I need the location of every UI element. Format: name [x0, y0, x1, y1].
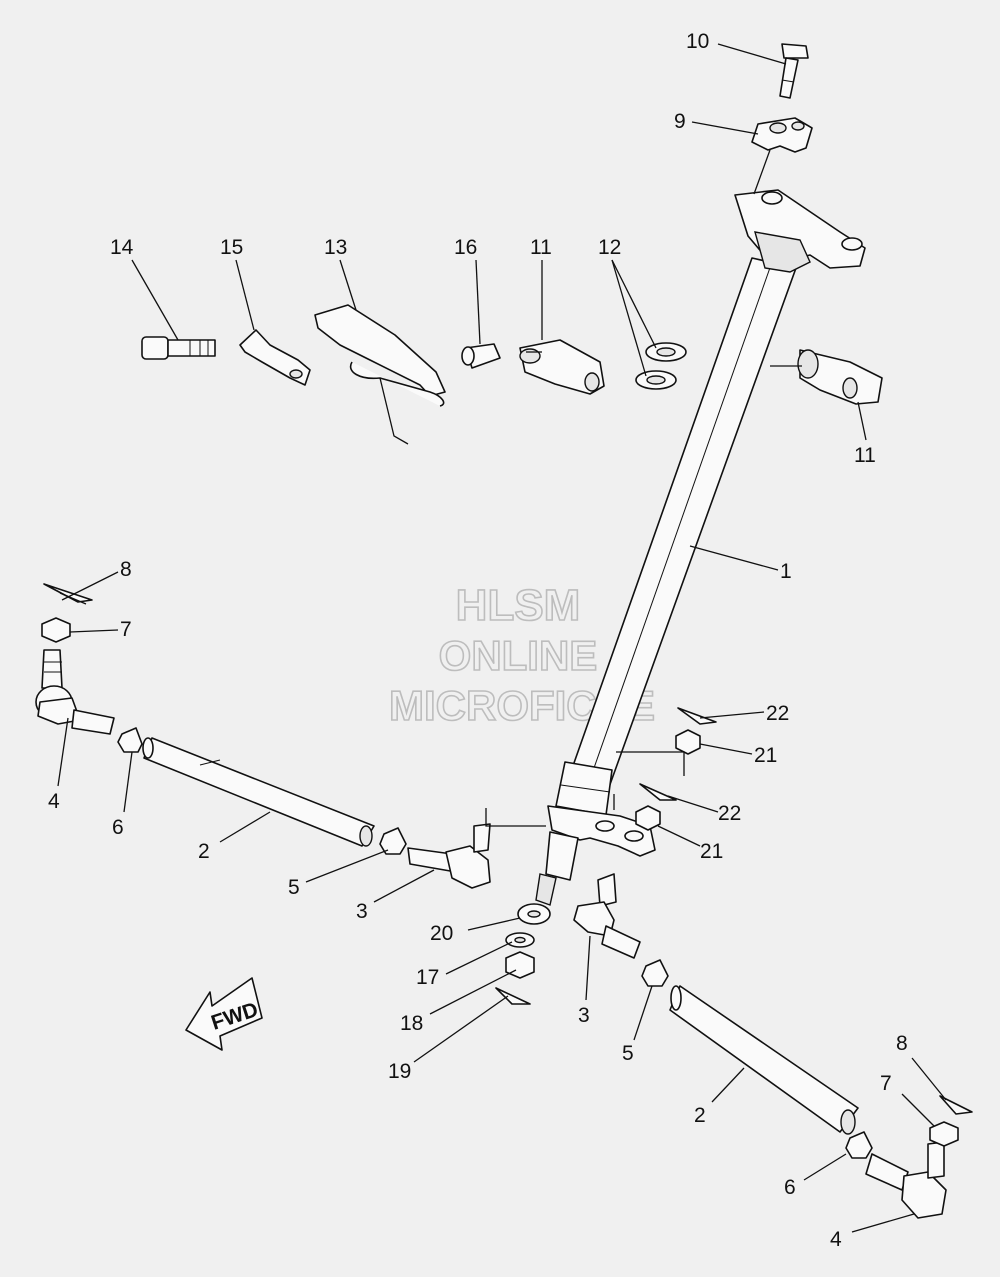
washer-17-part[interactable]: [505, 932, 535, 948]
callout-6-right: 6: [784, 1176, 796, 1199]
callout-4-right: 4: [830, 1228, 842, 1251]
collar-part[interactable]: [461, 343, 501, 369]
callout-22-lower: 22: [718, 802, 741, 825]
callout-3-right: 3: [578, 1004, 590, 1027]
callout-18: 18: [400, 1012, 423, 1035]
lock-nut-right-part[interactable]: [641, 959, 669, 987]
holder-part[interactable]: [751, 117, 813, 153]
forward-arrow-icon: FWD: [185, 977, 263, 1051]
cotter-pin-22-part[interactable]: [677, 707, 717, 725]
tie-rod-end-right-inner-part[interactable]: [573, 873, 641, 959]
lock-nut-part[interactable]: [117, 727, 143, 753]
callout-7-left: 7: [120, 618, 132, 641]
nut-21b-part[interactable]: [635, 805, 661, 831]
callout-numbers: 10 9 14 15 13 16 11 12 11 1 8 7 4 6 2 5 …: [48, 30, 908, 1251]
callout-10: 10: [686, 30, 709, 53]
callout-8-left: 8: [120, 558, 132, 581]
bolt-part[interactable]: [779, 43, 809, 99]
callout-2-right: 2: [694, 1104, 706, 1127]
cotter-pin-22b-part[interactable]: [639, 783, 677, 801]
callout-11-right: 11: [854, 444, 876, 467]
tie-rod-end-inner-part[interactable]: [407, 823, 491, 889]
callout-20: 20: [430, 922, 453, 945]
callout-22-upper: 22: [766, 702, 789, 725]
callout-16: 16: [454, 236, 477, 259]
callout-12: 12: [598, 236, 621, 259]
callout-2-left: 2: [198, 840, 210, 863]
callout-1: 1: [780, 560, 792, 583]
callout-3-left: 3: [356, 900, 368, 923]
callout-7-right: 7: [880, 1072, 892, 1095]
nut-21-part[interactable]: [675, 729, 701, 755]
callout-11: 11: [530, 236, 552, 259]
cotter-pin-part[interactable]: [43, 583, 93, 605]
callout-14: 14: [110, 236, 134, 259]
nut-right-part[interactable]: [929, 1121, 959, 1147]
callout-9: 9: [674, 110, 686, 133]
callout-4-left: 4: [48, 790, 60, 813]
tie-rod-end-right-outer-part[interactable]: [865, 1141, 947, 1219]
lock-nut-right-outer-part[interactable]: [845, 1131, 873, 1159]
shaft-holder-right-part[interactable]: [797, 349, 883, 405]
nut-18-part[interactable]: [505, 951, 535, 979]
callout-13: 13: [324, 236, 347, 259]
callout-5-left: 5: [288, 876, 300, 899]
steering-shaft-part[interactable]: [535, 189, 866, 906]
tie-rod-part[interactable]: [142, 737, 375, 847]
tie-rod-end-part[interactable]: [35, 649, 115, 735]
cotter-pin-right-part[interactable]: [939, 1095, 973, 1115]
plate-part[interactable]: [239, 329, 311, 386]
cable-guide-part[interactable]: [314, 304, 446, 445]
callout-19: 19: [388, 1060, 411, 1083]
callout-21-lower: 21: [700, 840, 723, 863]
shaft-holder-part[interactable]: [519, 339, 605, 395]
callout-6-left: 6: [112, 816, 124, 839]
callout-5-right: 5: [622, 1042, 634, 1065]
cotter-pin-19-part[interactable]: [495, 987, 531, 1005]
callout-8-right: 8: [896, 1032, 908, 1055]
watermark-line-1: HLSM: [456, 581, 581, 630]
washer-20-part[interactable]: [517, 903, 551, 925]
callout-17: 17: [416, 966, 439, 989]
tie-rod-right-part[interactable]: [669, 985, 859, 1135]
nut-part[interactable]: [41, 617, 71, 643]
watermark-line-2: ONLINE: [439, 632, 598, 679]
lock-nut-inner-part[interactable]: [379, 827, 407, 855]
callout-15: 15: [220, 236, 243, 259]
leader-lines: [57, 43, 947, 1233]
callout-21-upper: 21: [754, 744, 777, 767]
bolt-14-part[interactable]: [141, 336, 216, 360]
